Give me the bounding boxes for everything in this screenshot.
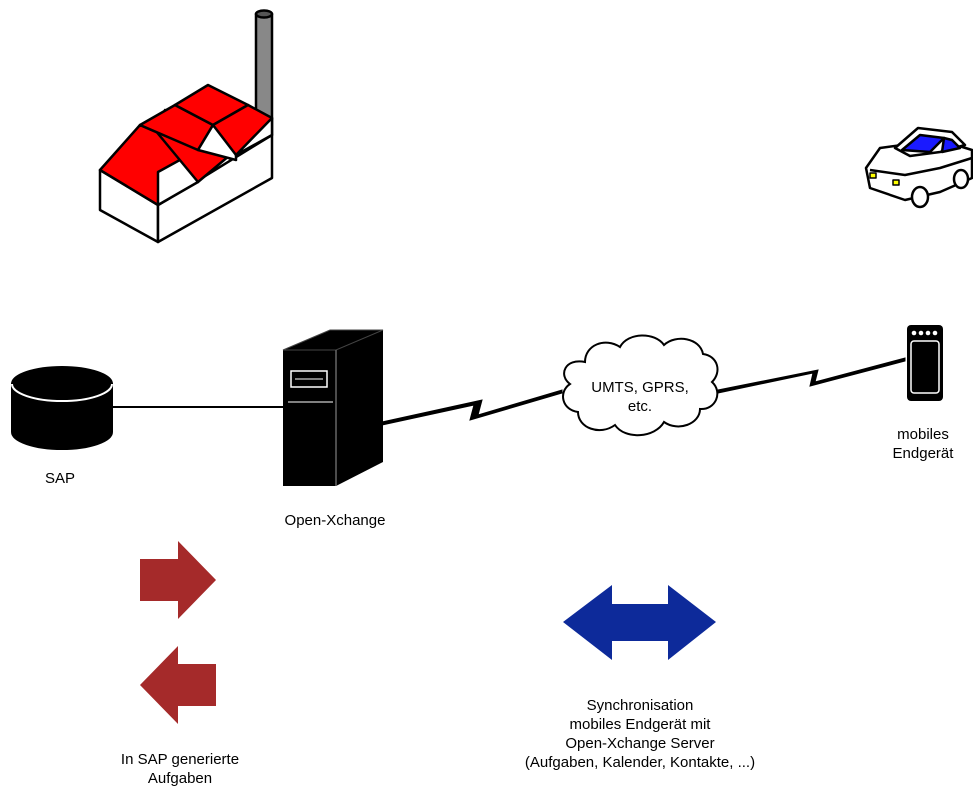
mobile-label-line2: Endgerät — [892, 445, 954, 462]
cloud-icon — [562, 334, 719, 437]
double-arrow-icon — [563, 585, 716, 660]
mobile-label-line1: mobiles — [897, 426, 949, 443]
sap-tasks-label-line2: Aufgaben — [147, 770, 213, 787]
sync-label-line2: mobiles Endgerät mit — [569, 716, 711, 733]
lightning-link-cloud-mobile — [717, 357, 906, 394]
sync-label-line1: Synchronisation — [586, 697, 694, 714]
arrow-right-icon — [140, 541, 216, 619]
cloud-label: UMTS, GPRS, etc. — [570, 378, 710, 416]
open-xchange-label: Open-Xchange — [284, 512, 386, 529]
sync-label-line3: Open-Xchange Server — [565, 735, 715, 752]
sap-tasks-label-line1: In SAP generierte — [120, 751, 240, 768]
mobile-device-icon — [907, 325, 943, 401]
factory-icon — [98, 9, 274, 244]
sync-label-line4: (Aufgaben, Kalender, Kontakte, ...) — [524, 754, 756, 771]
cloud-label-line1: UMTS, GPRS, — [591, 379, 689, 396]
sync-label: Synchronisation mobiles Endgerät mit Ope… — [470, 696, 810, 772]
sap-label: SAP — [44, 470, 75, 487]
server-icon — [282, 329, 384, 486]
lightning-link-server-cloud — [381, 389, 563, 426]
sap-tasks-label: In SAP generierte Aufgaben — [85, 750, 275, 788]
mobile-label: mobiles Endgerät — [878, 425, 968, 463]
car-icon — [864, 126, 973, 209]
cloud-label-line2: etc. — [627, 398, 653, 415]
arrow-left-icon — [140, 646, 216, 724]
database-icon — [11, 366, 113, 450]
